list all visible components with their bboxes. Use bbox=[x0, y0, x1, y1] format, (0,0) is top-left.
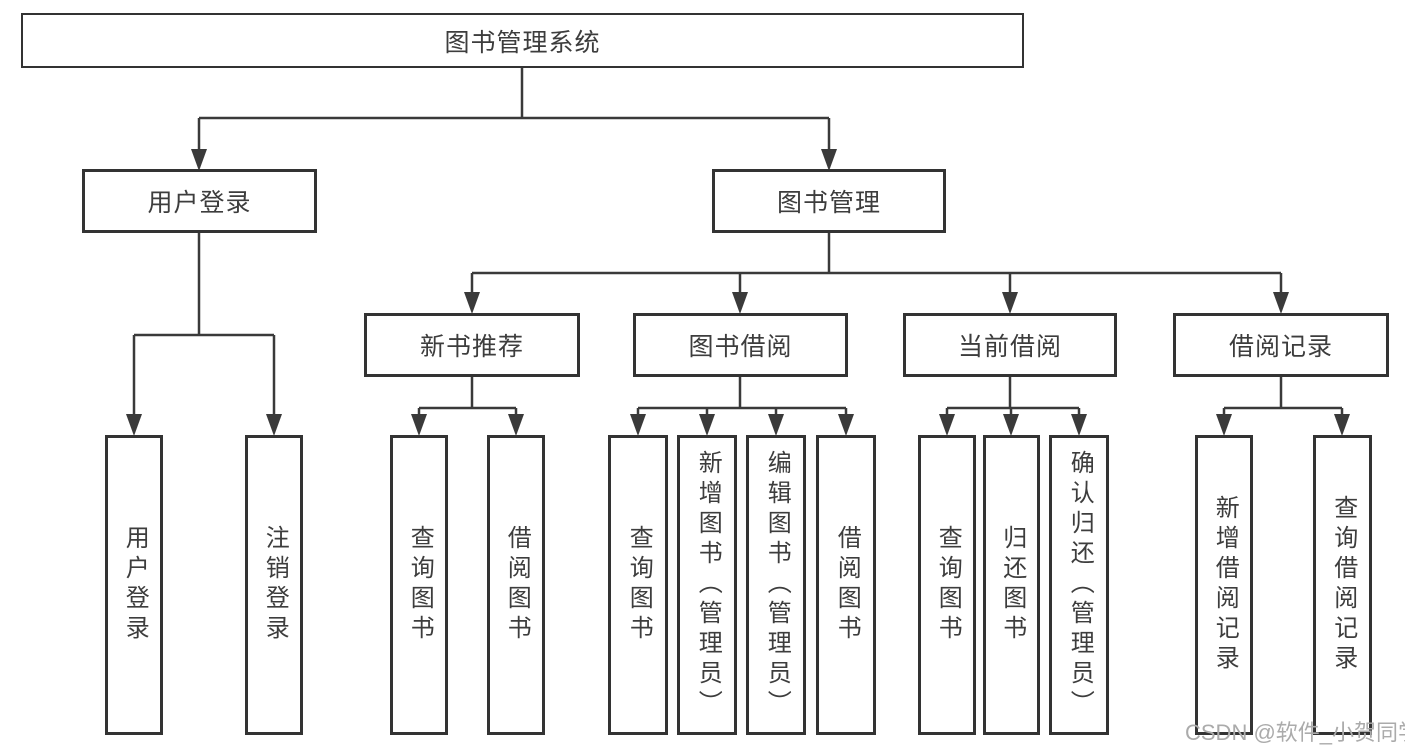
leaf-current-confirm-return: 确认归还（管理员） bbox=[1049, 435, 1109, 735]
node-current-borrow-label: 当前借阅 bbox=[957, 333, 1062, 361]
leaf-current-return-book-label: 归还图书 bbox=[998, 525, 1026, 645]
leaf-user-login-label: 用户登录 bbox=[121, 525, 149, 645]
leaf-recommend-borrow-book-label: 借阅图书 bbox=[503, 525, 531, 645]
leaf-records-query-record-label: 查询借阅记录 bbox=[1329, 495, 1357, 675]
leaf-records-add-record: 新增借阅记录 bbox=[1195, 435, 1253, 735]
leaf-current-query-book: 查询图书 bbox=[918, 435, 976, 735]
leaf-user-login: 用户登录 bbox=[105, 435, 163, 735]
node-root-label: 图书管理系统 bbox=[444, 28, 601, 57]
node-new-book-recommend-label: 新书推荐 bbox=[419, 333, 524, 361]
leaf-borrow-query-book: 查询图书 bbox=[608, 435, 668, 735]
node-book-management-label: 图书管理 bbox=[776, 189, 881, 217]
node-user-login: 用户登录 bbox=[82, 169, 317, 233]
leaf-borrow-borrow-book: 借阅图书 bbox=[816, 435, 876, 735]
leaf-records-add-record-label: 新增借阅记录 bbox=[1211, 495, 1239, 675]
leaf-borrow-query-book-label: 查询图书 bbox=[625, 525, 653, 645]
leaf-borrow-add-book: 新增图书（管理员） bbox=[677, 435, 737, 735]
node-root: 图书管理系统 bbox=[21, 13, 1024, 68]
node-book-borrow-label: 图书借阅 bbox=[688, 333, 793, 361]
leaf-records-query-record: 查询借阅记录 bbox=[1313, 435, 1372, 735]
leaf-borrow-edit-book-label: 编辑图书（管理员） bbox=[763, 450, 791, 720]
leaf-recommend-borrow-book: 借阅图书 bbox=[487, 435, 545, 735]
leaf-borrow-add-book-label: 新增图书（管理员） bbox=[694, 450, 722, 720]
node-user-login-label: 用户登录 bbox=[147, 189, 252, 217]
leaf-logout-label: 注销登录 bbox=[261, 525, 289, 645]
leaf-recommend-query-book: 查询图书 bbox=[390, 435, 448, 735]
csdn-watermark: CSDN @软件_小贺同学 bbox=[1185, 720, 1405, 745]
node-borrow-records: 借阅记录 bbox=[1173, 313, 1389, 377]
node-current-borrow: 当前借阅 bbox=[903, 313, 1117, 377]
node-book-borrow: 图书借阅 bbox=[633, 313, 848, 377]
node-book-management: 图书管理 bbox=[712, 169, 946, 233]
leaf-logout: 注销登录 bbox=[245, 435, 303, 735]
leaf-current-return-book: 归还图书 bbox=[983, 435, 1040, 735]
leaf-recommend-query-book-label: 查询图书 bbox=[406, 525, 434, 645]
node-borrow-records-label: 借阅记录 bbox=[1228, 333, 1333, 361]
leaf-current-query-book-label: 查询图书 bbox=[934, 525, 962, 645]
leaf-current-confirm-return-label: 确认归还（管理员） bbox=[1066, 450, 1094, 720]
leaf-borrow-borrow-book-label: 借阅图书 bbox=[833, 525, 861, 645]
leaf-borrow-edit-book: 编辑图书（管理员） bbox=[746, 435, 806, 735]
node-new-book-recommend: 新书推荐 bbox=[364, 313, 580, 377]
